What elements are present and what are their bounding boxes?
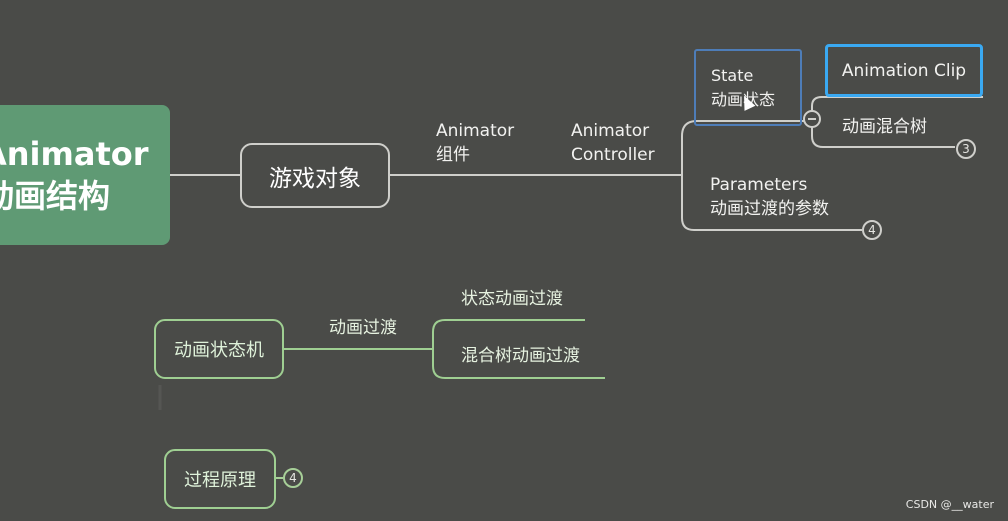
parameters-node[interactable]: Parameters 动画过渡的参数 <box>710 173 829 221</box>
process-principle-label: 过程原理 <box>184 470 256 491</box>
state-transition-label: 状态动画过渡 <box>461 289 563 309</box>
controller-line1: Animator <box>571 121 650 141</box>
root-title-line1: Animator <box>0 135 149 173</box>
game-object-node[interactable]: 游戏对象 <box>240 143 390 208</box>
root-title-line2: 动画结构 <box>0 177 111 215</box>
root-node[interactable]: Animator 动画结构 <box>0 105 170 245</box>
state-node[interactable]: State 动画状态 <box>694 49 802 126</box>
edge-controller-branch <box>681 120 812 175</box>
component-line2: 组件 <box>436 145 470 165</box>
parameters-line1: Parameters <box>710 175 808 195</box>
parameters-count-badge[interactable]: 4 <box>862 220 882 240</box>
blend-tree-node[interactable]: 动画混合树 <box>842 115 927 139</box>
blendtree-transition-node[interactable]: 混合树动画过渡 <box>461 344 580 368</box>
component-label: Animator 组件 <box>436 119 514 167</box>
blendtree-transition-label: 混合树动画过渡 <box>461 346 580 366</box>
collapse-toggle-icon[interactable] <box>803 110 821 128</box>
animation-clip-node[interactable]: Animation Clip <box>825 44 983 97</box>
blend-tree-count: 3 <box>962 142 970 156</box>
state-line2: 动画状态 <box>711 89 776 109</box>
process-count-badge[interactable]: 4 <box>283 468 303 488</box>
animation-clip-label: Animation Clip <box>841 60 967 81</box>
transition-edge-text: 动画过渡 <box>329 318 397 338</box>
state-transition-node[interactable]: 状态动画过渡 <box>461 287 563 311</box>
process-count: 4 <box>289 471 297 485</box>
state-machine-label: 动画状态机 <box>174 340 264 361</box>
transition-edge-label: 动画过渡 <box>329 316 397 340</box>
controller-line2: Controller <box>571 145 655 165</box>
controller-label: Animator Controller <box>571 119 655 167</box>
process-principle-node[interactable]: 过程原理 <box>164 449 276 509</box>
component-line1: Animator <box>436 121 515 141</box>
watermark: CSDN @__water <box>905 498 994 511</box>
parameters-count: 4 <box>868 223 876 237</box>
state-machine-node[interactable]: 动画状态机 <box>154 319 284 379</box>
blend-tree-label: 动画混合树 <box>842 117 927 137</box>
blend-tree-count-badge[interactable]: 3 <box>956 139 976 159</box>
parameters-line2: 动画过渡的参数 <box>710 199 829 219</box>
game-object-label: 游戏对象 <box>269 165 361 192</box>
state-line1: State <box>711 65 754 85</box>
